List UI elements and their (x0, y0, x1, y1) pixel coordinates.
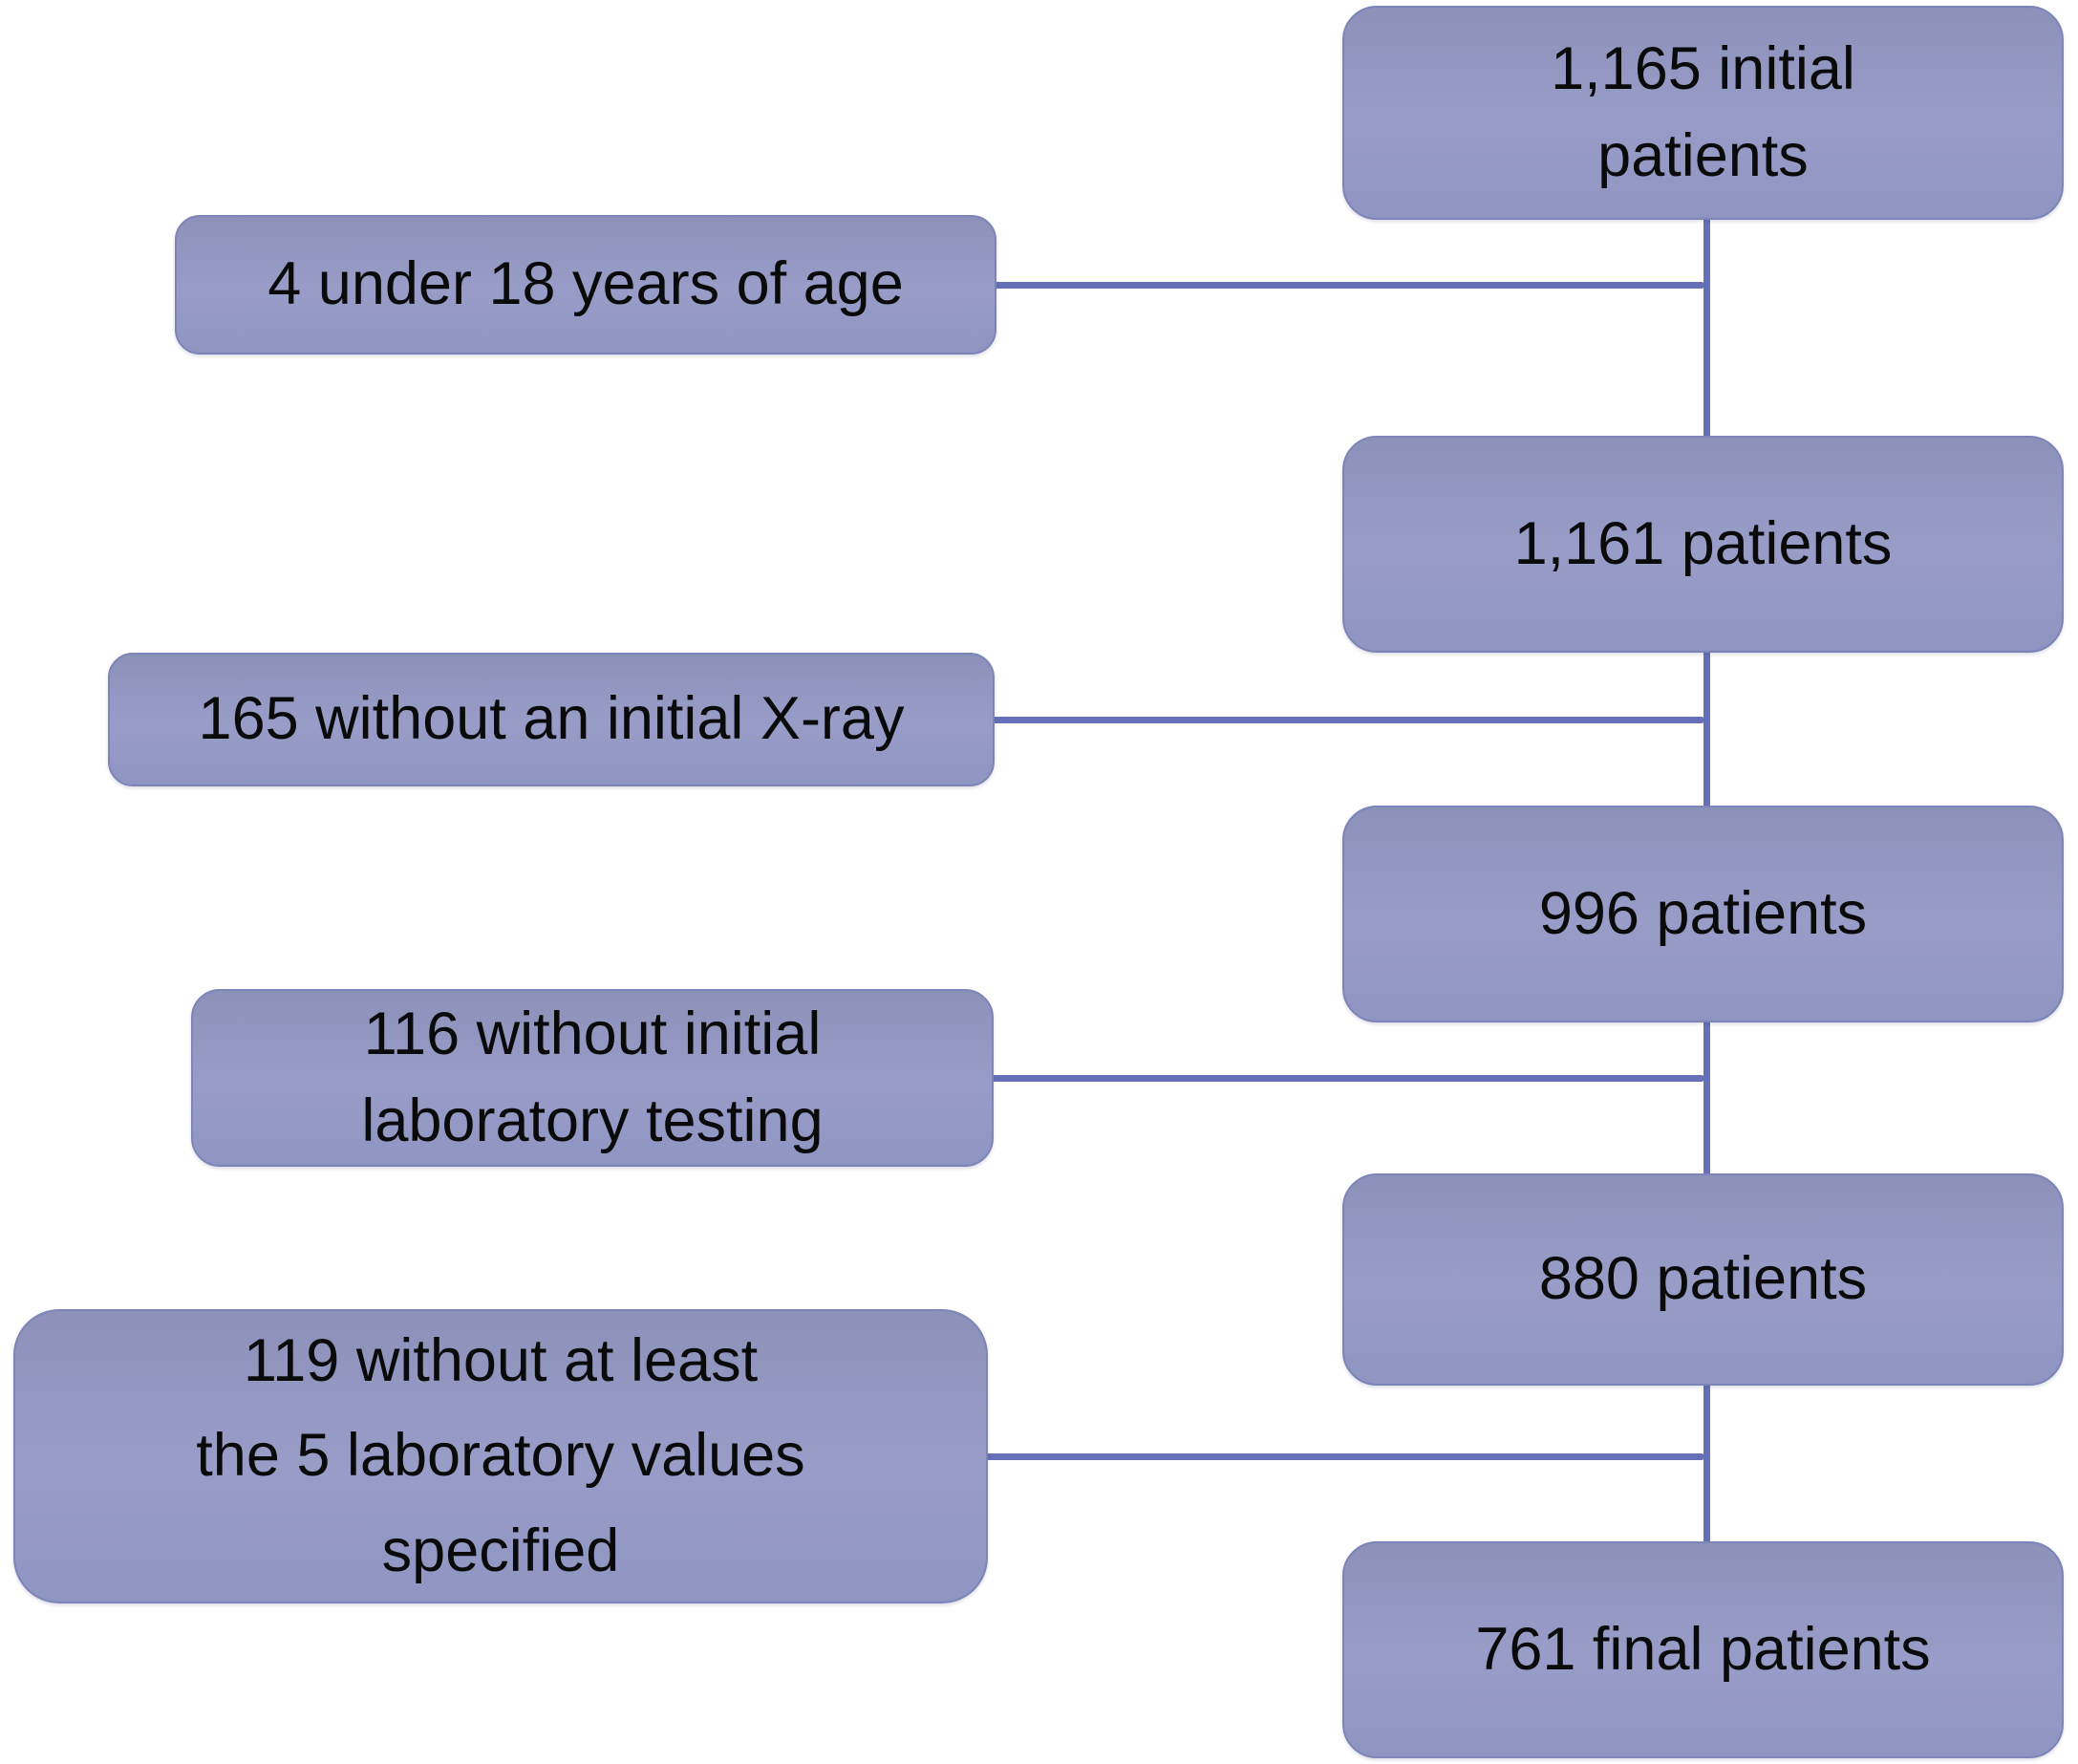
node-patients-1161-label: 1,161 patients (1513, 509, 1893, 577)
node-patients-996: 996 patients (1342, 806, 2064, 1022)
node-excluded-no-initial-lab: 116 without initial laboratory testing (191, 989, 994, 1167)
node-final-patients-label: 761 final patients (1475, 1615, 1931, 1683)
node-excluded-under-18: 4 under 18 years of age (175, 215, 996, 355)
node-excluded-no-initial-xray-label: 165 without an initial X-ray (198, 685, 905, 753)
node-initial-patients-label: 1,165 initial patients (1551, 34, 1855, 189)
node-patients-996-label: 996 patients (1538, 879, 1868, 947)
node-excluded-missing-lab-values: 119 without at least the 5 laboratory va… (13, 1309, 988, 1603)
node-excluded-under-18-label: 4 under 18 years of age (268, 250, 904, 318)
node-final-patients: 761 final patients (1342, 1541, 2064, 1758)
exclusion-connector-missing-lab-values (984, 1453, 1703, 1460)
node-excluded-no-initial-lab-label: 116 without initial laboratory testing (361, 1000, 824, 1154)
node-patients-1161: 1,161 patients (1342, 436, 2064, 653)
exclusion-connector-no-initial-xray (992, 717, 1703, 723)
node-excluded-missing-lab-values-label: 119 without at least the 5 laboratory va… (196, 1326, 805, 1584)
exclusion-connector-under-18 (994, 282, 1703, 289)
exclusion-connector-no-initial-lab (990, 1075, 1703, 1082)
node-patients-880-label: 880 patients (1538, 1245, 1868, 1313)
node-excluded-no-initial-xray: 165 without an initial X-ray (108, 653, 995, 786)
node-initial-patients: 1,165 initial patients (1342, 6, 2064, 220)
node-patients-880: 880 patients (1342, 1173, 2064, 1386)
